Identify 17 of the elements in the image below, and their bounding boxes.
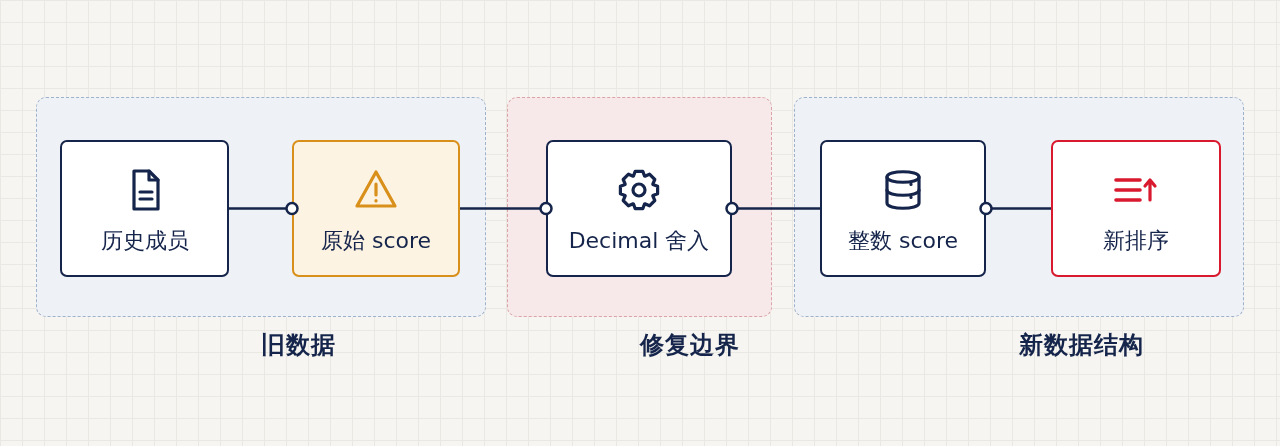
box-label: Decimal 舍入 [567,227,711,255]
connector [229,201,299,216]
group-title: 修复边界 [639,330,740,361]
connector [460,201,553,216]
group-title: 旧数据 [261,330,336,361]
connector [979,201,1051,216]
box-label: 历史成员 [99,227,190,255]
process-box [546,140,732,277]
process-box [1051,140,1221,277]
box-label: 新排序 [1102,227,1170,255]
process-box [820,140,986,277]
box-label: 整数 score [846,227,960,255]
group-title: 新数据结构 [1019,330,1144,361]
process-box [60,140,229,277]
box-label: 原始 score [319,227,433,255]
process-box [292,140,460,277]
connector [725,201,820,216]
